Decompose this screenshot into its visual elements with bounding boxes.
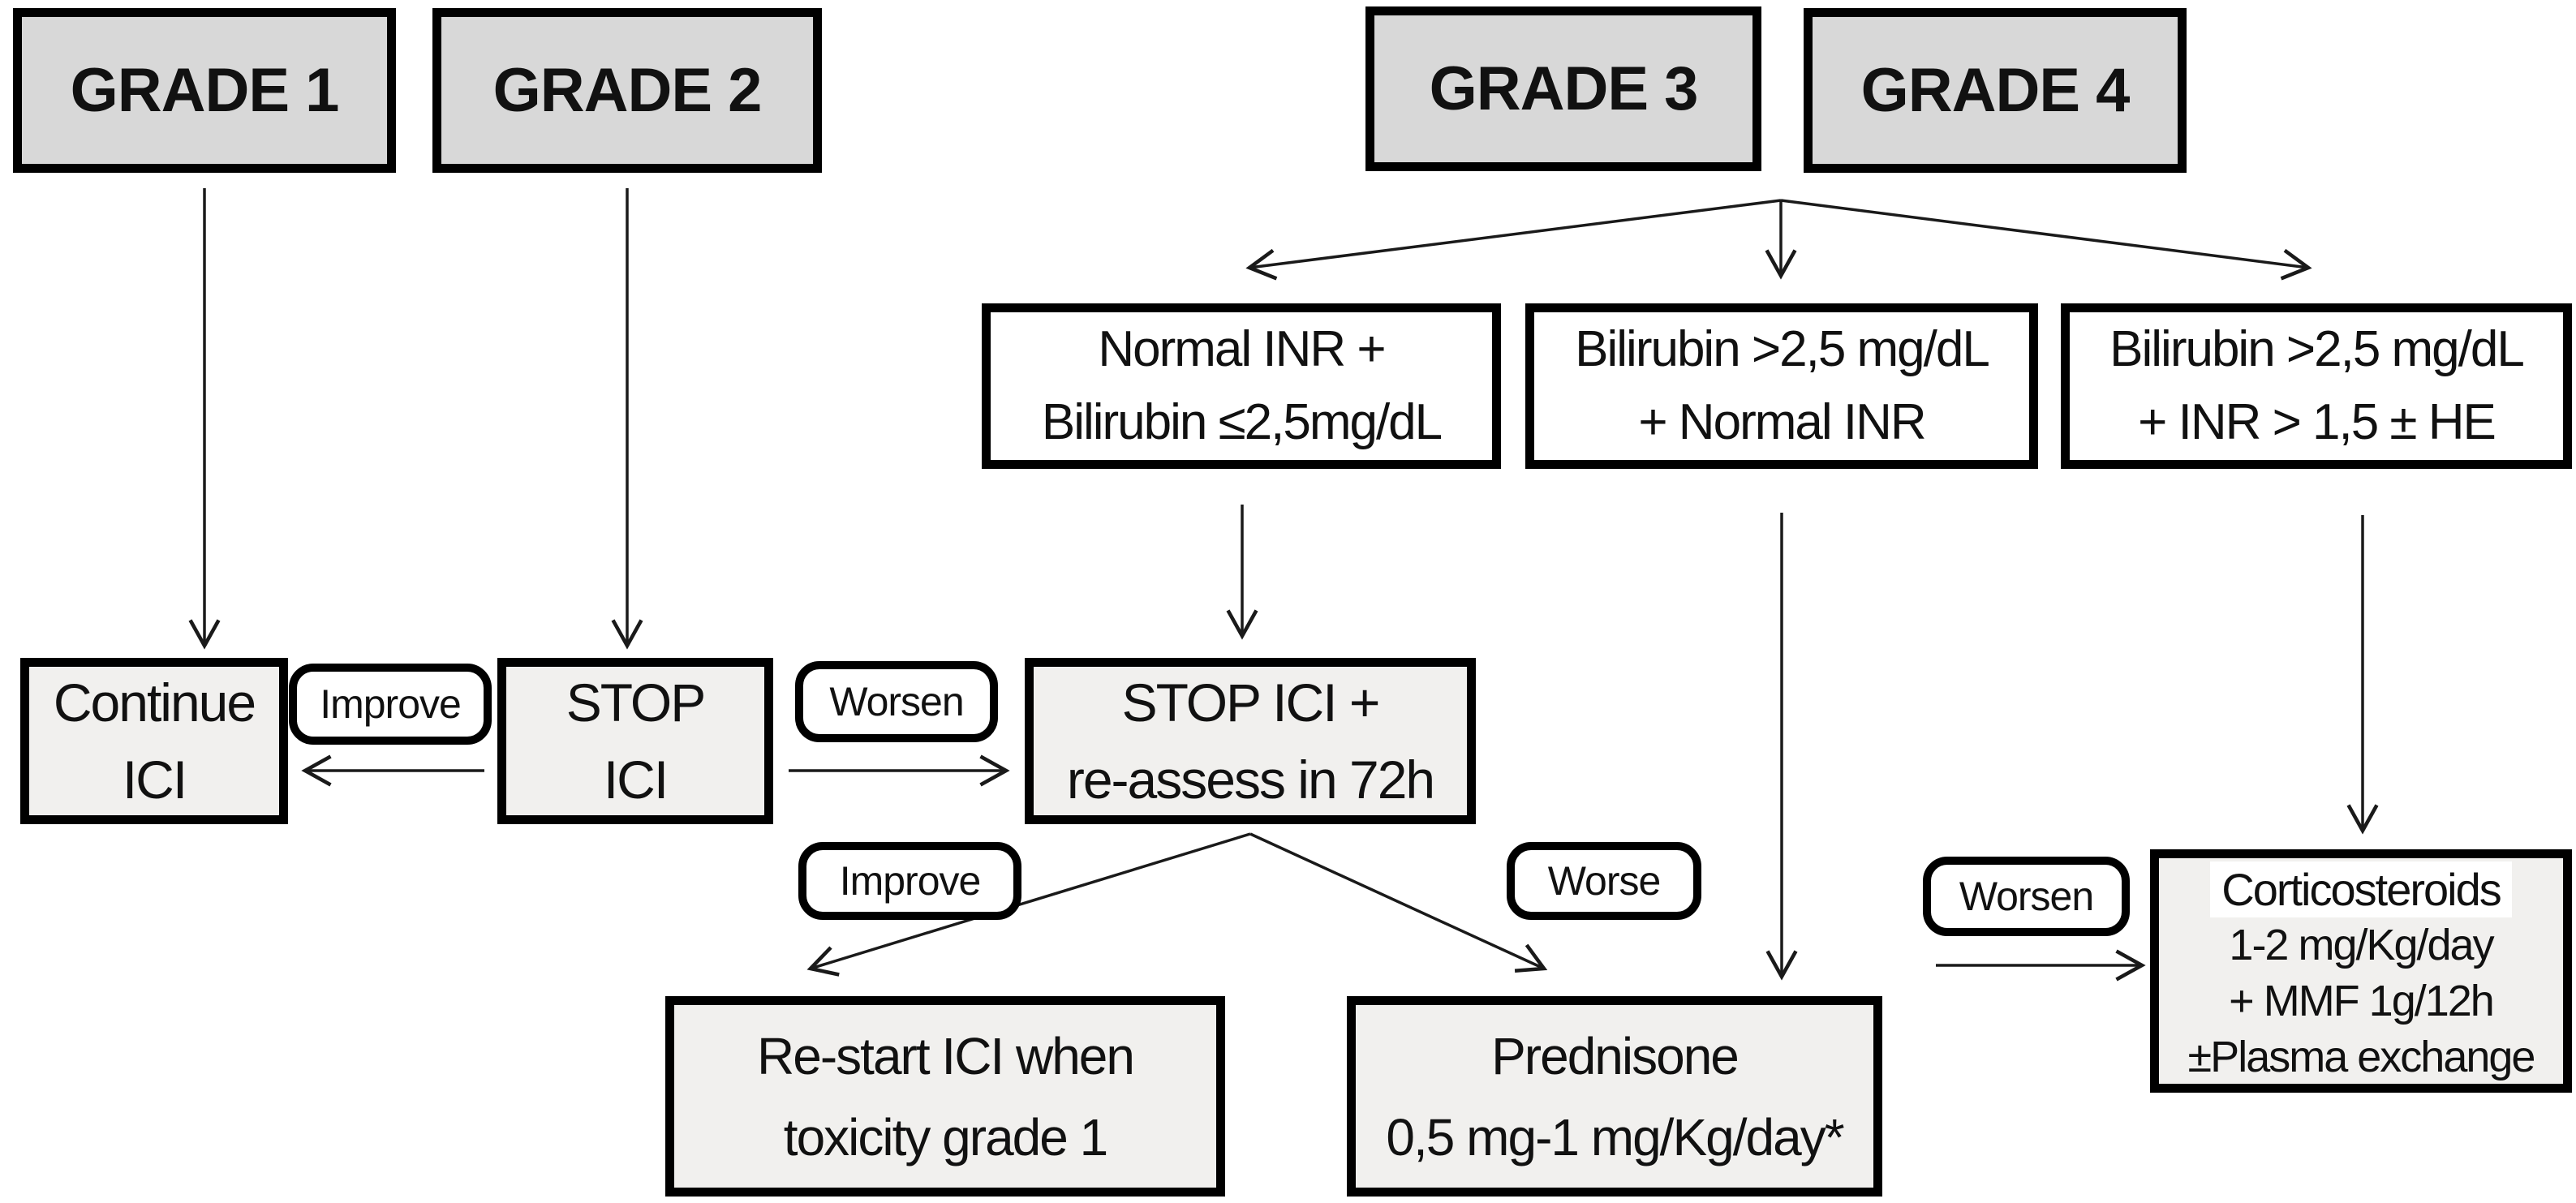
- continue-ici-box: Continue ICI: [20, 658, 288, 824]
- condition-bili-high-normal-inr-box: Bilirubin >2,5 mg/dL + Normal INR: [1525, 303, 2038, 469]
- grade-4-label: GRADE 4: [1860, 56, 2131, 125]
- restart-ici-box: Re-start ICI when toxicity grade 1: [665, 996, 1225, 1197]
- worse-label: Worse: [1507, 842, 1701, 920]
- arrow-fan-right: [1780, 199, 2312, 281]
- grade-3-box: GRADE 3: [1365, 6, 1761, 171]
- worsen-label-2-text: Worsen: [1959, 874, 2094, 919]
- improve-label-1-text: Improve: [320, 681, 462, 727]
- worsen-label-1-text: Worsen: [829, 679, 964, 724]
- stop-reassess-label: STOP ICI + re-assess in 72h: [1066, 672, 1435, 810]
- condition-bili-high-normal-inr-label: Bilirubin >2,5 mg/dL + Normal INR: [1575, 321, 1990, 450]
- continue-ici-label: Continue ICI: [53, 672, 256, 810]
- improve-label-2: Improve: [798, 842, 1021, 920]
- grade-2-label: GRADE 2: [492, 56, 763, 125]
- condition-bili-high-inr-high-label: Bilirubin >2,5 mg/dL + INR > 1,5 ± HE: [2109, 321, 2525, 450]
- arrow-branch-worse: [1249, 832, 1548, 973]
- grade-2-box: GRADE 2: [432, 8, 822, 173]
- grade-1-label: GRADE 1: [70, 56, 340, 125]
- grade-1-box: GRADE 1: [13, 8, 396, 173]
- condition-bili-high-inr-high-box: Bilirubin >2,5 mg/dL + INR > 1,5 ± HE: [2061, 303, 2572, 469]
- worsen-label-2: Worsen: [1923, 857, 2130, 936]
- restart-ici-label: Re-start ICI when toxicity grade 1: [757, 1026, 1135, 1166]
- stop-reassess-box: STOP ICI + re-assess in 72h: [1025, 658, 1476, 824]
- condition-normal-inr-box: Normal INR + Bilirubin ≤2,5mg/dL: [982, 303, 1501, 469]
- corticosteroids-box: Corticosteroids 1-2 mg/Kg/day + MMF 1g/1…: [2150, 849, 2572, 1093]
- grade-3-label: GRADE 3: [1429, 54, 1699, 123]
- improve-label-2-text: Improve: [839, 858, 982, 904]
- improve-label-1: Improve: [289, 664, 492, 745]
- corticosteroids-title: Corticosteroids: [2210, 861, 2512, 917]
- prednisone-box: Prednisone 0,5 mg-1 mg/Kg/day*: [1347, 996, 1882, 1197]
- arrow-branch-improve: [806, 832, 1251, 977]
- worsen-label-1: Worsen: [795, 661, 998, 742]
- condition-normal-inr-label: Normal INR + Bilirubin ≤2,5mg/dL: [1041, 321, 1443, 450]
- corticosteroids-detail: 1-2 mg/Kg/day + MMF 1g/12h ±Plasma excha…: [2187, 921, 2536, 1081]
- stop-ici-box: STOP ICI: [497, 658, 773, 824]
- stop-ici-label: STOP ICI: [566, 672, 707, 810]
- arrow-fan-left: [1245, 199, 1782, 281]
- prednisone-label: Prednisone 0,5 mg-1 mg/Kg/day*: [1386, 1026, 1844, 1166]
- grade-4-box: GRADE 4: [1804, 8, 2187, 173]
- worse-label-text: Worse: [1547, 858, 1662, 904]
